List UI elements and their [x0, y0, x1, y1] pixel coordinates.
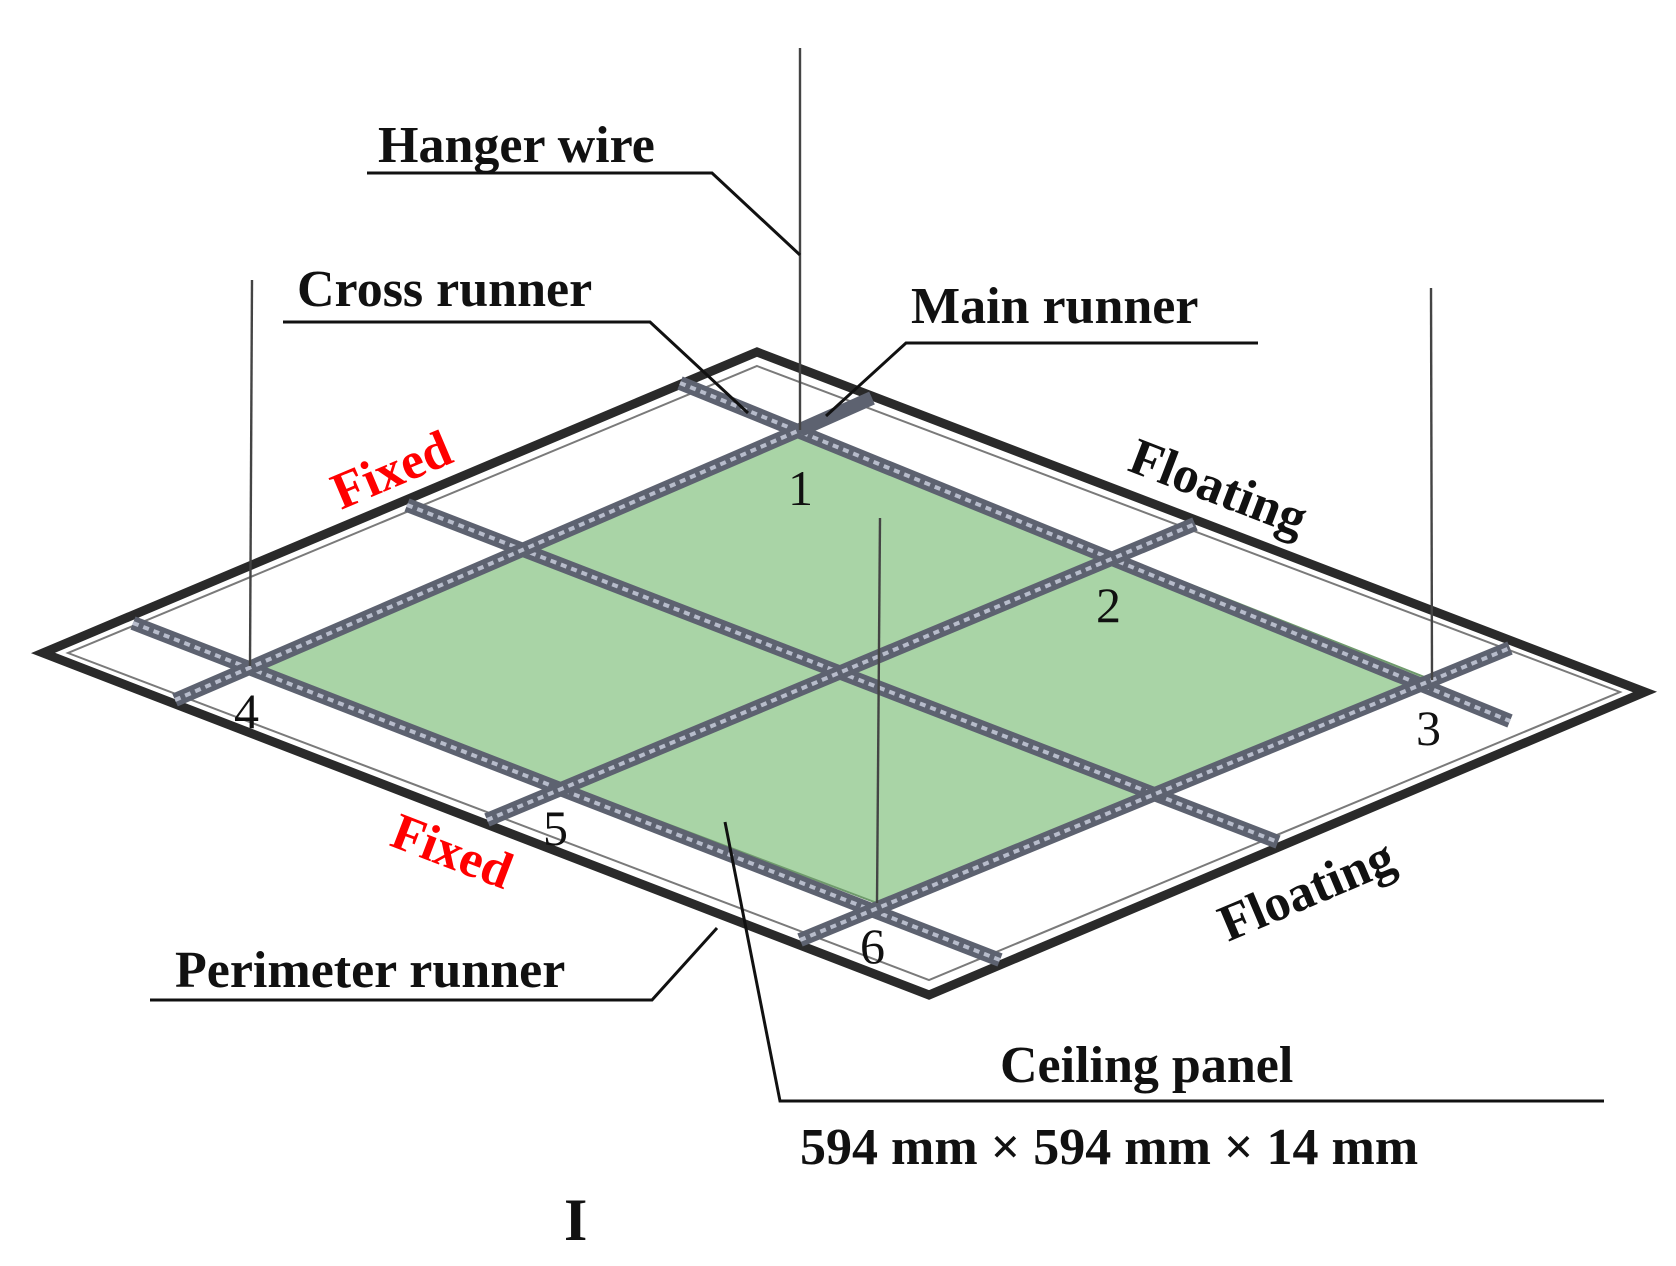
hanger-wire-3 — [1429, 287, 1434, 681]
point-6: 6 — [860, 918, 885, 974]
hanger-wires — [248, 48, 1434, 904]
cross-runner-label: Cross runner — [297, 261, 592, 318]
point-3: 3 — [1416, 700, 1441, 756]
perimeter-runner-label: Perimeter runner — [175, 942, 565, 999]
main-runner-leader — [824, 341, 1258, 418]
hanger-wire-6 — [875, 517, 882, 904]
point-4: 4 — [234, 683, 259, 739]
point-5: 5 — [543, 800, 568, 856]
ceiling-panel-leader — [723, 821, 1604, 1103]
point-1: 1 — [788, 460, 813, 516]
point-2: 2 — [1096, 577, 1121, 633]
perimeter-runner-leader — [150, 926, 719, 1002]
perimeter-runner-frame — [30, 347, 1658, 1000]
hanger-wire-label: Hanger wire — [378, 117, 655, 174]
main-runners — [172, 391, 1513, 947]
leader-lines — [150, 171, 1604, 1103]
figure-label: I — [564, 1187, 587, 1253]
floating-bottom-label: Floating — [1210, 828, 1402, 953]
main-runner-label: Main runner — [911, 278, 1198, 335]
panel-dimensions-label: 594 mm × 594 mm × 14 mm — [800, 1119, 1418, 1176]
cross-runner-leader — [283, 320, 750, 415]
hanger-wire-4 — [248, 279, 254, 667]
ceiling-panel-label: Ceiling panel — [1000, 1037, 1293, 1094]
hanger-wire-leader — [367, 171, 802, 257]
